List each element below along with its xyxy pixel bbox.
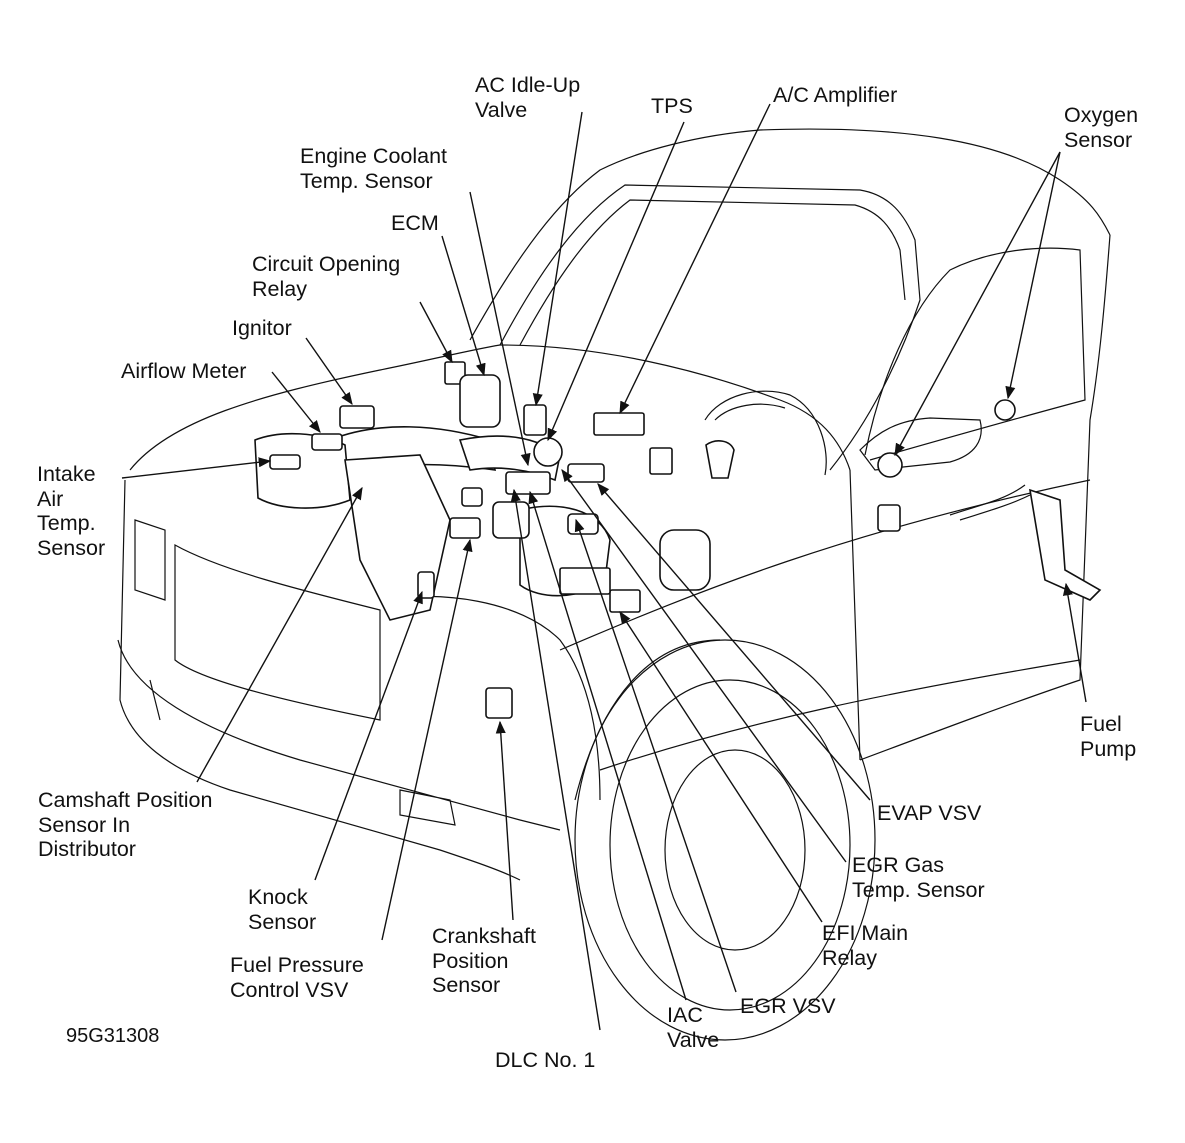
lead-ignitor — [305, 337, 353, 406]
front-face — [119, 479, 521, 881]
lead-ecm — [441, 235, 486, 377]
iac-part — [567, 513, 599, 535]
fender-line — [379, 595, 601, 801]
label-tps: TPS — [651, 94, 693, 118]
exhaust-bracket — [877, 504, 901, 532]
grille — [174, 543, 381, 721]
lead-intake-air — [121, 457, 272, 479]
engine-components — [254, 361, 1102, 719]
steering — [704, 390, 827, 476]
tray — [559, 567, 611, 595]
airflow-meter-part — [311, 433, 343, 451]
fuel-pump-part — [1028, 488, 1102, 601]
label-camshaft-position-sensor: Camshaft Position Sensor In Distributor — [38, 788, 213, 861]
lead-circuit-opening — [419, 301, 453, 364]
label-ecm: ECM — [391, 211, 439, 235]
hood — [129, 344, 851, 471]
door — [849, 234, 1111, 761]
label-ignitor: Ignitor — [232, 316, 292, 340]
cab-roof — [469, 128, 1111, 341]
lead-oxygen-lower — [894, 151, 1061, 457]
label-efi-main-relay: EFI Main Relay — [822, 921, 909, 970]
charcoal-canister — [659, 529, 711, 591]
label-oxygen-sensor: Oxygen Sensor — [1064, 103, 1139, 152]
fuel-press-vsv-part-2 — [461, 487, 483, 507]
label-iac-valve: IAC Valve — [667, 1003, 720, 1052]
mirror — [859, 417, 982, 471]
lead-crankshaft — [495, 720, 514, 921]
fuel-line — [949, 484, 1031, 521]
bumper — [117, 639, 561, 831]
lead-egr-gas-temp — [561, 468, 847, 863]
lead-ac-amplifier — [619, 103, 771, 415]
lead-tps — [547, 121, 685, 442]
circuit-opening-relay-part — [444, 361, 466, 385]
label-fuel-pressure-control-vsv: Fuel Pressure Control VSV — [230, 953, 364, 1002]
lead-engine-coolant — [469, 191, 531, 467]
ac-idle-up-part — [523, 404, 547, 436]
door-window — [864, 247, 1086, 461]
fuel-press-vsv-part — [449, 517, 481, 539]
oxygen-sensor-upper — [994, 399, 1016, 421]
truck-body — [117, 128, 1111, 881]
body-side — [559, 479, 1091, 771]
label-egr-vsv: EGR VSV — [740, 994, 836, 1018]
lead-fuel-pressure — [381, 538, 473, 941]
throttle-body — [533, 437, 563, 467]
label-engine-coolant-temp-sensor: Engine Coolant Temp. Sensor — [300, 144, 448, 193]
dlc-part — [492, 501, 530, 539]
iat-sensor-part — [269, 454, 301, 470]
dash-bulb — [705, 440, 735, 479]
headlight-left — [134, 519, 166, 601]
label-knock-sensor: Knock Sensor — [248, 885, 317, 934]
label-airflow-meter: Airflow Meter — [121, 359, 247, 383]
label-circuit-opening-relay: Circuit Opening Relay — [252, 252, 401, 301]
label-dlc-no1: DLC No. 1 — [495, 1048, 596, 1072]
egr-temp-sensor-part — [567, 463, 605, 483]
lead-camshaft — [196, 486, 363, 783]
label-crankshaft-position-sensor: Crankshaft Position Sensor — [432, 924, 536, 997]
label-fuel-pump: Fuel Pump — [1080, 712, 1137, 761]
lead-knock — [314, 590, 423, 881]
ac-amplifier-part — [593, 412, 645, 436]
lead-airflow-meter — [271, 371, 321, 433]
lead-dlc — [510, 488, 601, 1031]
windshield-inner — [519, 199, 906, 346]
lead-egr-vsv — [574, 518, 737, 993]
label-ac-amplifier: A/C Amplifier — [773, 83, 898, 107]
label-ac-idle-up-valve: AC Idle-Up Valve — [475, 73, 581, 122]
lead-oxygen-upper — [1005, 151, 1061, 400]
knock-sensor-part — [417, 571, 435, 599]
ecm-part — [459, 374, 501, 428]
label-egr-gas-temp-sensor: EGR Gas Temp. Sensor — [852, 853, 985, 902]
egr-vsv-part — [505, 471, 551, 495]
leader-lines — [121, 103, 1087, 1031]
lead-iac — [528, 490, 687, 1001]
lead-fuel-pump — [1062, 582, 1087, 703]
label-intake-air-temp-sensor: Intake Air Temp. Sensor — [37, 462, 106, 560]
efi-main-relay-part — [609, 589, 641, 613]
crank-sensor-part — [485, 687, 513, 719]
lead-efi-main — [619, 610, 823, 923]
ignitor-part — [339, 405, 375, 429]
figure-code: 95G31308 — [66, 1025, 160, 1047]
label-evap-vsv: EVAP VSV — [877, 801, 982, 825]
air-cleaner — [254, 432, 351, 509]
oxygen-sensor-lower — [877, 452, 903, 478]
lead-ac-idle-up — [532, 111, 583, 407]
dash-connector — [649, 447, 673, 475]
lead-evap — [597, 483, 871, 801]
